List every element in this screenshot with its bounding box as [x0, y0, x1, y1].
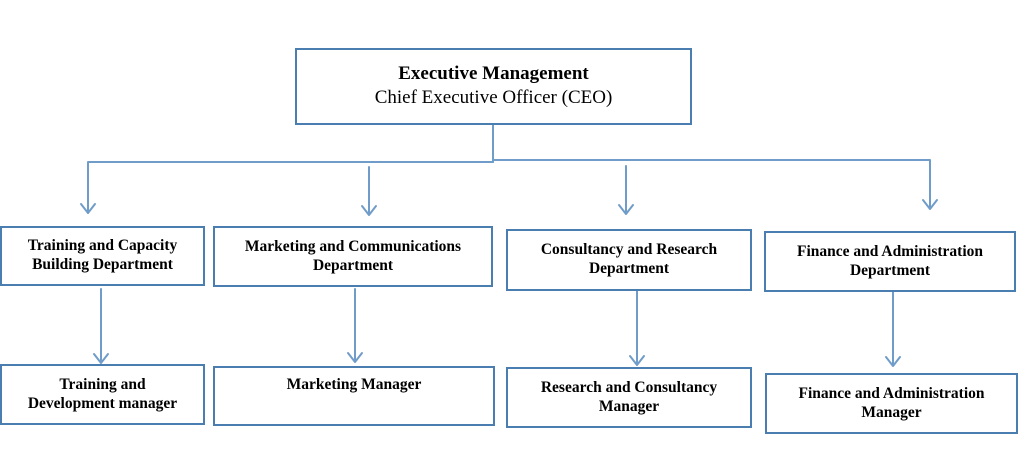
arrowhead-manager-1 — [93, 353, 109, 364]
manager-name: Training and Development manager — [27, 375, 178, 412]
department-name: Training and Capacity Building Departmen… — [27, 237, 178, 273]
department-box-training: Training and Capacity Building Departmen… — [0, 226, 205, 286]
arrowhead-dept-2 — [361, 205, 377, 216]
department-box-marketing: Marketing and Communications Department — [213, 226, 493, 287]
executive-title: Executive Management — [398, 63, 589, 85]
department-name: Marketing and Communications Department — [244, 237, 462, 274]
manager-box-finance: Finance and Administration Manager — [765, 373, 1018, 434]
manager-box-consultancy: Research and Consultancy Manager — [506, 367, 752, 428]
department-box-finance: Finance and Administration Department — [764, 231, 1016, 292]
manager-box-marketing: Marketing Manager — [213, 366, 495, 426]
arrowhead-manager-4 — [885, 356, 901, 367]
department-name: Consultancy and Research Department — [540, 241, 718, 277]
manager-name: Finance and Administration Manager — [798, 384, 985, 421]
department-box-consultancy: Consultancy and Research Department — [506, 229, 752, 291]
manager-name: Marketing Manager — [286, 376, 422, 393]
arrowhead-dept-3 — [618, 204, 634, 215]
executive-management-box: Executive Management Chief Executive Off… — [295, 48, 692, 125]
bus-line-left — [87, 161, 494, 214]
manager-box-training: Training and Development manager — [0, 364, 205, 425]
arrowhead-manager-2 — [347, 352, 363, 363]
executive-subtitle: Chief Executive Officer (CEO) — [374, 87, 613, 108]
bus-line-right — [492, 159, 931, 209]
manager-name: Research and Consultancy Manager — [540, 378, 718, 415]
arrowhead-dept-1 — [80, 203, 96, 214]
arrowhead-dept-4 — [922, 199, 938, 210]
arrowhead-manager-3 — [629, 355, 645, 366]
department-name: Finance and Administration Department — [796, 242, 984, 279]
